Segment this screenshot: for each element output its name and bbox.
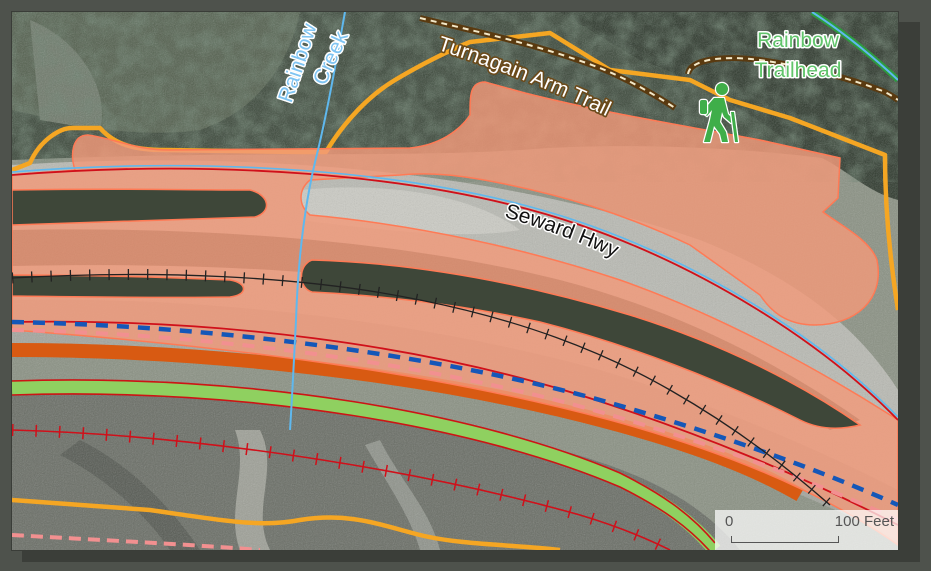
pink-dashed-line [12,328,898,522]
boundary-line-north [12,30,898,311]
scale-zero-label: 0 [725,513,734,530]
trailhead-label-line-2: Trailhead [755,59,842,82]
seward-hwy-red-line [12,167,898,421]
median-west [12,188,268,226]
orange-band [12,343,804,502]
map-canvas[interactable]: Rainbow Creek Turnagain Arm Trail Rainbo… [12,12,898,550]
seward-hwy-blue-line [12,164,898,418]
trailhead-label-line-1: Rainbow [757,29,840,52]
boundary-line-south [12,497,561,550]
scale-line [731,536,839,543]
map-view[interactable]: Rainbow Creek Turnagain Arm Trail Rainbo… [12,12,898,550]
blue-dashed-line [12,319,898,508]
rainbow-creek [289,12,346,431]
scale-bar: 0 100 Feet [715,510,898,550]
railroad-north [12,273,831,506]
median-east [300,259,862,430]
scale-max-label: 100 Feet [834,513,894,530]
green-band [12,379,721,550]
pink-dashed-line-south [12,533,261,550]
hiker-icon[interactable] [698,81,740,144]
railroad-south [12,429,671,550]
